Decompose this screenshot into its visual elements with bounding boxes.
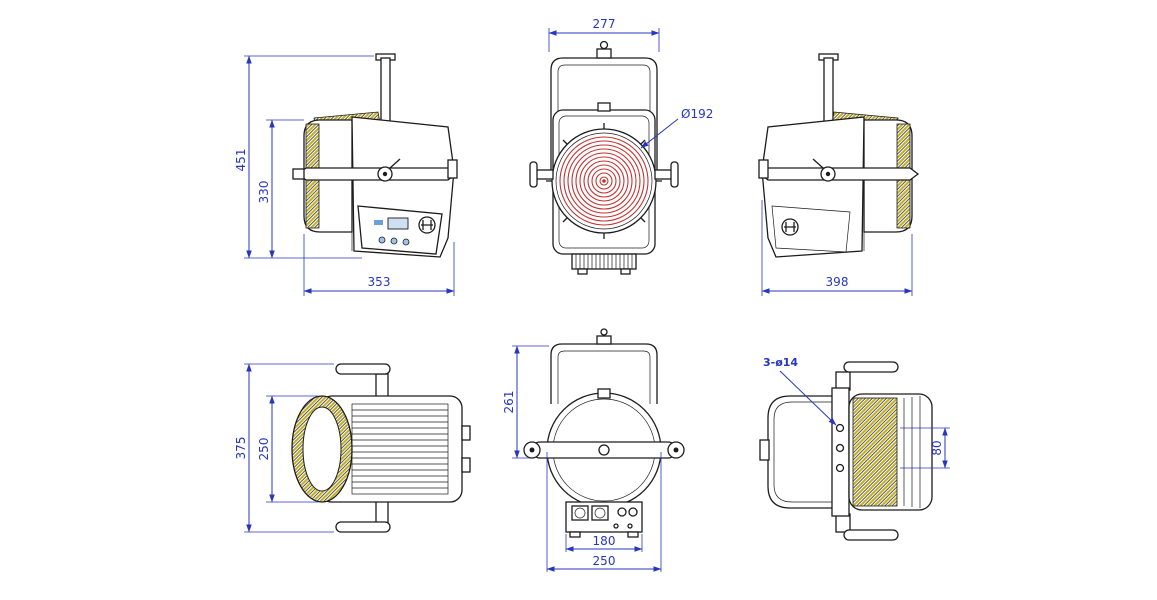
socket-pin-ring [574,507,586,519]
view-side-right: 398 [758,53,920,296]
tilt-handle [335,521,391,533]
foot [569,531,581,538]
pivot-center [382,171,388,177]
tilt-handle [843,529,899,541]
dim-text-body-width: 250 [593,554,616,568]
yoke-bracket-inner [557,350,651,404]
left-knob-handle [529,161,538,188]
lamp-housing [761,116,865,258]
socket-pin-ring [594,507,606,519]
handle-stem [835,513,851,533]
lcd-display [387,217,409,230]
dims-side-left: 451 330 353 [234,55,455,296]
heatsink-fins [352,409,448,489]
switch [617,507,627,517]
view-rear: 261 180 250 [502,328,685,572]
dim-text-overall-height: 451 [234,149,248,172]
pivot-lever [389,158,401,169]
tilt-arm [296,167,458,181]
lens-center [602,179,606,183]
lens-barrel-front [302,406,342,492]
rear-clamp [447,159,458,179]
yoke-bracket-inner [557,64,651,176]
lens-ring-inner [555,132,653,230]
door-knob-slot [784,222,796,232]
center-bolt [598,444,610,456]
dim-text-overall-depth: 375 [234,437,248,460]
lens-dia-leader [640,118,679,149]
tilt-arm [758,167,920,181]
knob-center [673,447,679,453]
dim-text-body-width: 353 [368,275,391,289]
handle-stem [835,371,851,391]
dim-text-body-depth: 250 [257,438,271,461]
left-knob-stem [535,169,554,180]
heatsink-outline [351,403,449,495]
dim-text-yoke-height: 261 [502,391,516,414]
hole-callout-leader [779,370,837,426]
clamp-bolt [599,40,609,50]
dim-text-body-width: 398 [826,275,849,289]
clamp-bolt [600,328,608,336]
panel-button [390,237,398,245]
handle-stem [375,499,389,525]
dim-text-lens-diameter: Ø192 [681,107,713,121]
dim-text-hole-spacing: 80 [930,440,944,455]
screw [627,523,633,529]
screw [613,523,619,529]
rear-clamp [758,159,769,179]
dims-front: 277 Ø192 [548,17,713,149]
top-latch [597,102,611,112]
view-side-left: 451 330 353 [234,53,458,296]
control-panel [357,205,443,255]
panel-button [402,238,410,246]
panel-button [378,236,386,244]
hanging-clamp [596,335,612,345]
pivot-lever [812,158,824,169]
dims-top: 375 250 [234,363,334,533]
dim-text-body-height: 330 [257,181,271,204]
mount-hole [835,463,845,473]
foot [627,531,639,538]
dim-text-yoke-width: 277 [593,17,616,31]
dims-rear: 261 180 250 [502,345,662,572]
mount-hole [835,423,845,433]
fresnel-lens-rings [559,136,649,226]
dims-bracket: 3-ø14 80 [763,356,950,469]
rear-housing [767,395,839,509]
rear-housing-inner [773,401,838,503]
pivot-center [825,171,831,177]
view-top: 375 250 [234,363,471,533]
dim-text-base-width: 180 [593,534,616,548]
panel-knob-slot [421,220,433,230]
heatsink-fins [575,254,633,269]
top-latch [597,388,611,399]
barrel-cooling-fins [852,397,898,507]
rear-door [771,205,851,253]
rear-connector [461,457,471,473]
tilt-handle [335,363,391,375]
switch [628,507,638,517]
right-knob-handle [670,161,679,188]
hole-callout-text: 3-ø14 [763,356,798,369]
rear-latch [759,439,770,461]
view-side-bracket: 3-ø14 80 [759,356,950,541]
foot [620,268,631,275]
front-fitting [292,168,305,180]
handle-stem [375,373,389,399]
knob-center [529,447,535,453]
view-front: 277 Ø192 [529,17,713,275]
mount-hole [835,443,845,453]
tilt-handle [843,361,899,373]
indicator-led [374,220,383,225]
dims-side-right: 398 [761,200,913,296]
right-knob-stem [654,169,673,180]
rear-connector [461,425,471,441]
foot [577,268,588,275]
hanging-clamp [596,48,612,59]
